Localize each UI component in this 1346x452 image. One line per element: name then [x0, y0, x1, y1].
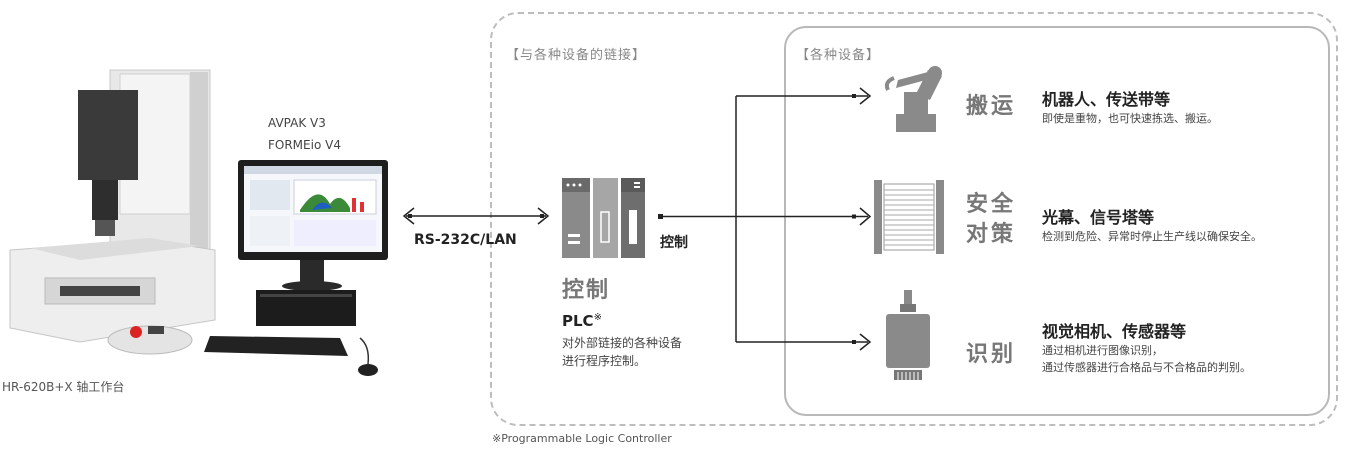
category-identification: 识别: [966, 342, 1017, 367]
device-title-identification: 视觉相机、传感器等: [1042, 322, 1187, 341]
category-safety-line: 安全: [966, 192, 1017, 217]
plc-footnote-mark: ※: [593, 312, 602, 323]
device-desc-line: 通过传感器进行合格品与不合格品的判别。: [1042, 361, 1251, 374]
device-desc-identification: 通过相机进行图像识别， 通过传感器进行合格品与不合格品的判别。: [1042, 342, 1251, 376]
category-transport: 搬运: [966, 94, 1017, 119]
hardness-tester-illustration: [9, 69, 216, 355]
pc-illustration: [204, 160, 388, 376]
machine-caption: HR-620B+X 轴工作台: [2, 380, 125, 394]
plc-footnote: ※Programmable Logic Controller: [492, 432, 672, 445]
robot-arm-icon: [884, 66, 942, 132]
category-safety: 安全 对策: [966, 190, 1016, 250]
control-line-label: 控制: [660, 235, 688, 251]
software-label-1: AVPAK V3: [268, 116, 326, 130]
rs232-link-arrow: [402, 207, 550, 225]
plc-description: 对外部链接的各种设备 进行程序控制。: [562, 334, 682, 370]
device-title-safety: 光幕、信号塔等: [1042, 208, 1155, 227]
light-curtain-icon: [874, 180, 944, 254]
device-desc-transport: 即使是重物，也可快速拣选、搬运。: [1042, 112, 1218, 125]
devices-group-label: 【各种设备】: [796, 48, 881, 63]
plc-desc-line: 对外部链接的各种设备: [562, 336, 683, 350]
plc-icon: [562, 178, 645, 258]
link-group-box: [490, 12, 1338, 426]
rs232-lan-label: RS-232C/LAN: [414, 232, 517, 248]
link-group-label: 【与各种设备的链接】: [506, 48, 647, 63]
device-desc-safety: 检测到危险、异常时停止生产线以确保安全。: [1042, 230, 1262, 243]
control-connector-lines: [658, 87, 872, 351]
device-desc-line: 通过相机进行图像识别，: [1042, 344, 1163, 357]
software-label-2: FORMEio V4: [268, 138, 341, 152]
plc-title-text: PLC: [562, 312, 594, 330]
device-title-transport: 机器人、传送带等: [1042, 90, 1171, 109]
plc-desc-line: 进行程序控制。: [562, 354, 647, 368]
plc-title: PLC※: [562, 312, 602, 330]
category-safety-line: 对策: [966, 222, 1017, 247]
camera-icon: [886, 290, 930, 380]
control-category-label: 控制: [562, 278, 611, 303]
